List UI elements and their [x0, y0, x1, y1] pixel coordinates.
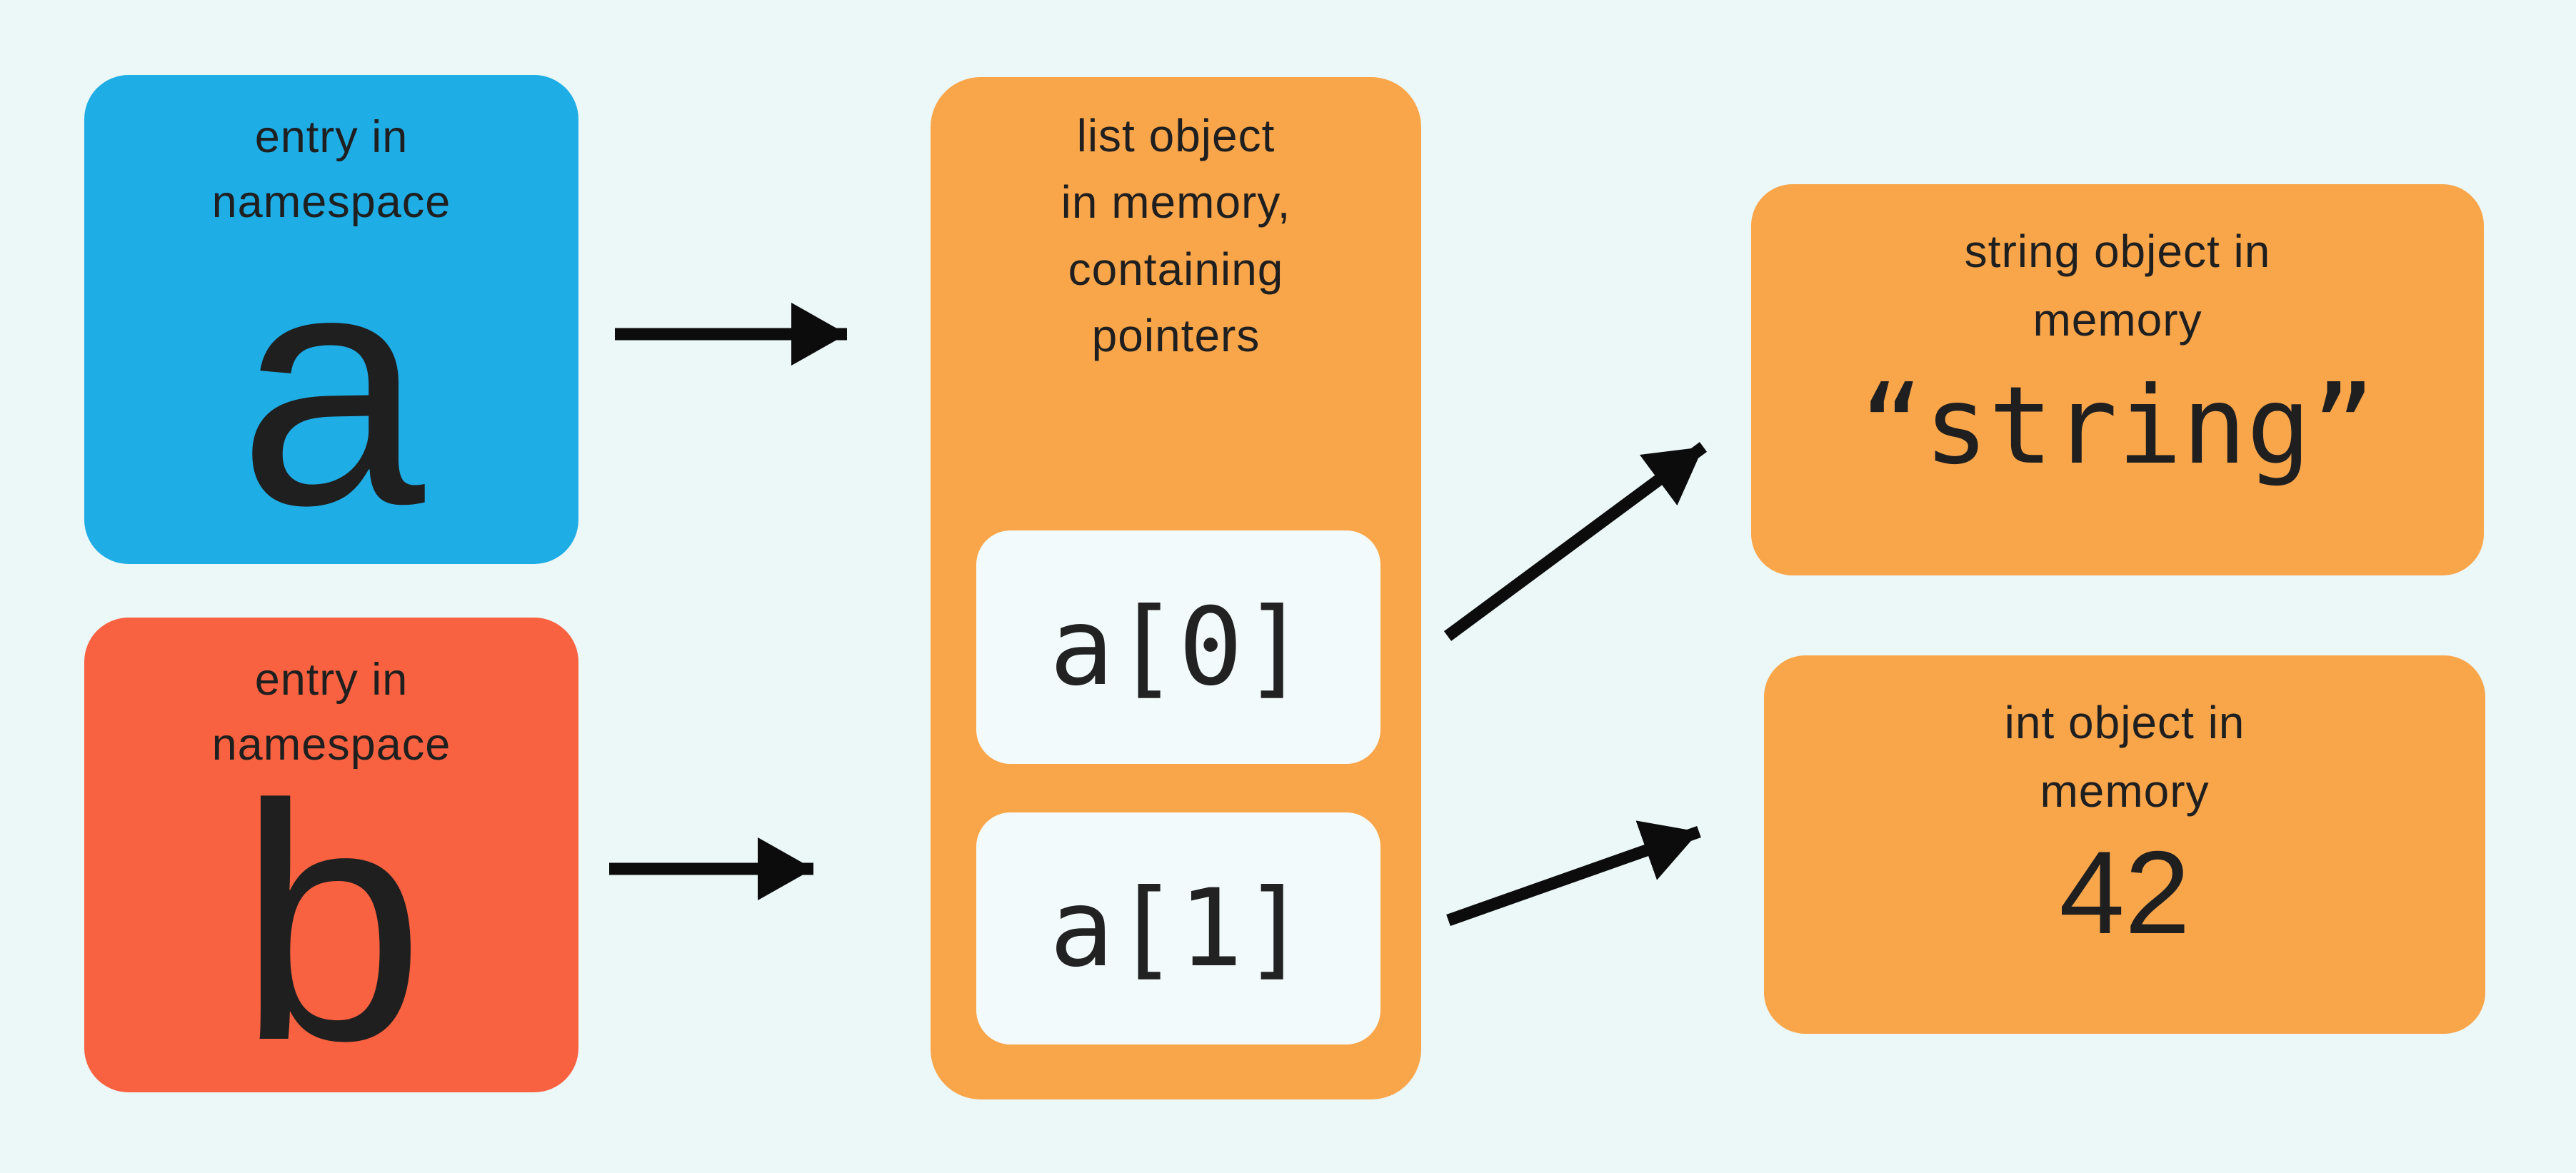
namespace-b-box: entry in namespace b: [84, 618, 578, 1092]
arrow-slot1-to-int: [1446, 820, 1701, 927]
int-object-box: int object in memory 42: [1764, 655, 2485, 1034]
string-object-box: string object in memory “string”: [1751, 184, 2484, 575]
namespace-b-letter: b: [238, 735, 425, 1110]
string-object-label: string object in memory: [1965, 217, 2271, 354]
string-object-value: “string”: [1859, 364, 2376, 488]
namespace-b-label: entry in namespace: [212, 648, 451, 778]
int-object-label: int object in memory: [2005, 688, 2245, 825]
list-object-label: list object in memory, containing pointe…: [1061, 103, 1291, 370]
namespace-a-label: entry in namespace: [212, 105, 451, 236]
arrow-slot0-to-string: [1443, 442, 1708, 641]
list-object-box: list object in memory, containing pointe…: [931, 77, 1421, 1099]
int-object-value: 42: [2059, 827, 2190, 958]
list-object-label-line: pointers: [1091, 310, 1261, 362]
string-object-label-line2: memory: [2033, 294, 2202, 346]
list-slot-a0: a[0]: [976, 530, 1380, 764]
list-object-label-line: containing: [1068, 243, 1284, 295]
namespace-a-label-line1: entry in: [254, 112, 409, 162]
namespace-b-label-line2: namespace: [211, 720, 451, 770]
namespace-b-label-line1: entry in: [254, 655, 409, 705]
int-object-label-line1: int object in: [2004, 697, 2245, 748]
list-object-label-line: list object: [1076, 110, 1276, 161]
namespace-a-box: entry in namespace a: [84, 75, 578, 564]
namespace-a-label-line2: namespace: [211, 177, 451, 228]
list-object-label-line: in memory,: [1061, 176, 1291, 228]
string-object-label-line1: string object in: [1964, 226, 2271, 277]
list-slot-a1-text: a[1]: [1049, 866, 1308, 991]
namespace-a-letter: a: [238, 199, 425, 575]
int-object-label-line2: memory: [2040, 765, 2210, 817]
list-slot-a0-text: a[0]: [1049, 585, 1308, 710]
list-slot-a1: a[1]: [976, 812, 1380, 1044]
